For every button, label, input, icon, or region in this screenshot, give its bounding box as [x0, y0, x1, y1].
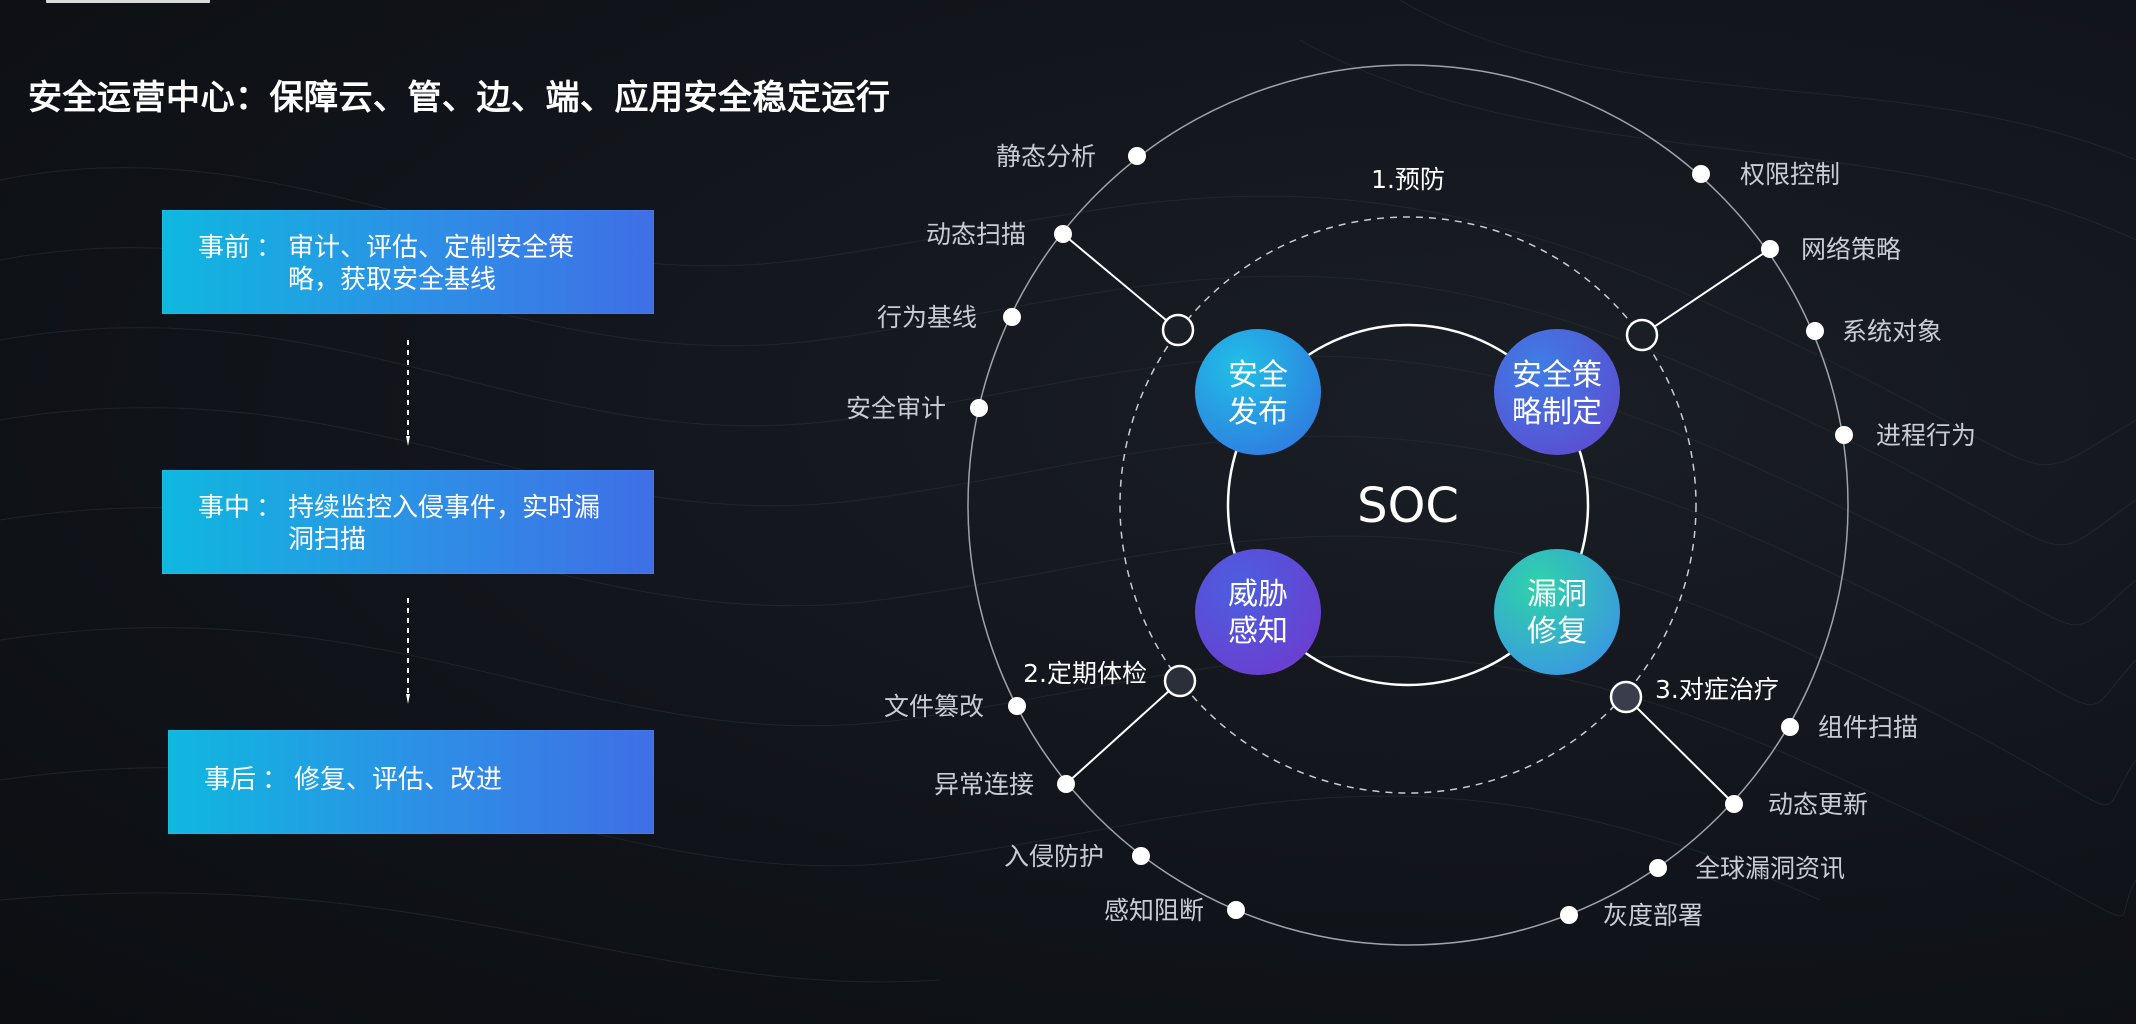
junction-node-treat [1609, 680, 1643, 714]
stage-separator: ： [256, 233, 283, 263]
stage-separator: ： [262, 765, 289, 795]
item-intrusion-protection: 入侵防护 [1004, 842, 1104, 871]
inner-ring [1226, 323, 1590, 687]
page-title: 安全运营中心：保障云、管、边、端、应用安全稳定运行 [28, 78, 891, 118]
bubble-line: 略制定 [1512, 395, 1602, 430]
stage-prefix: 事中 [198, 493, 251, 523]
item-dynamic-update: 动态更新 [1768, 790, 1868, 819]
bubble-line: 漏洞 [1527, 577, 1587, 612]
left-item-dots [970, 147, 1245, 919]
phase-label-treat: 3.对症治疗 [1655, 675, 1779, 704]
item-perceive-block: 感知阻断 [1104, 896, 1204, 925]
stage-description: 修复、评估、改进 [294, 765, 503, 795]
item-network-policy: 网络策略 [1801, 235, 1901, 264]
stage-box-after: 事后 ： 修复、评估、改进 [168, 730, 654, 834]
bubble-line: 修复 [1527, 614, 1587, 649]
stage-description: 持续监控入侵事件，实时漏洞扫描 [288, 493, 601, 555]
stage-separator: ： [256, 493, 283, 523]
bubble-line: 安全 [1228, 358, 1288, 393]
dashed-ring [1119, 216, 1697, 794]
stage-box-during: 事中 ： 持续监控入侵事件，实时漏洞扫描 [162, 470, 654, 574]
down-arrow-2 [406, 598, 410, 704]
item-component-scan: 组件扫描 [1818, 713, 1918, 742]
bubble-publish: 安全 发布 [1195, 329, 1321, 455]
bubble-line: 安全策 [1512, 358, 1602, 393]
item-permission-control: 权限控制 [1740, 160, 1840, 189]
item-system-object: 系统对象 [1842, 317, 1942, 346]
bubble-fix: 漏洞 修复 [1494, 549, 1620, 675]
phase-label-prevent: 1.预防 [1371, 165, 1445, 194]
junction-node-checkup [1163, 664, 1197, 698]
down-arrow-1 [406, 340, 410, 446]
bubble-threat: 威胁 感知 [1195, 549, 1321, 675]
item-gray-release: 灰度部署 [1603, 901, 1703, 930]
connector-lines [1062, 233, 1771, 805]
stage-prefix: 事后 [204, 765, 257, 795]
stage-box-before: 事前 ： 审计、评估、定制安全策略，获取安全基线 [162, 210, 654, 314]
item-global-vuln-info: 全球漏洞资讯 [1695, 854, 1845, 883]
item-security-audit: 安全审计 [846, 394, 946, 423]
item-dynamic-scan: 动态扫描 [926, 220, 1026, 249]
item-process-behavior: 进程行为 [1876, 421, 1976, 450]
bubble-line: 感知 [1228, 614, 1288, 649]
right-item-dots [1560, 165, 1853, 924]
phase-label-checkup: 2.定期体检 [1023, 659, 1147, 688]
junction-node-prevent [1161, 313, 1195, 347]
item-file-tamper: 文件篡改 [884, 692, 984, 721]
bubble-line: 威胁 [1228, 577, 1288, 612]
junction-node-policy [1625, 318, 1659, 352]
item-static-analysis: 静态分析 [996, 142, 1096, 171]
item-behavior-baseline: 行为基线 [877, 303, 977, 332]
bubble-policy: 安全策 略制定 [1494, 329, 1620, 455]
stage-description: 审计、评估、定制安全策略，获取安全基线 [288, 233, 575, 295]
soc-center-label: SOC [1357, 478, 1459, 534]
outer-ring [967, 64, 1849, 946]
top-tab-bar [46, 0, 210, 3]
stage-prefix: 事前 [198, 233, 251, 263]
item-abnormal-connection: 异常连接 [934, 770, 1034, 799]
bubble-line: 发布 [1228, 395, 1288, 430]
